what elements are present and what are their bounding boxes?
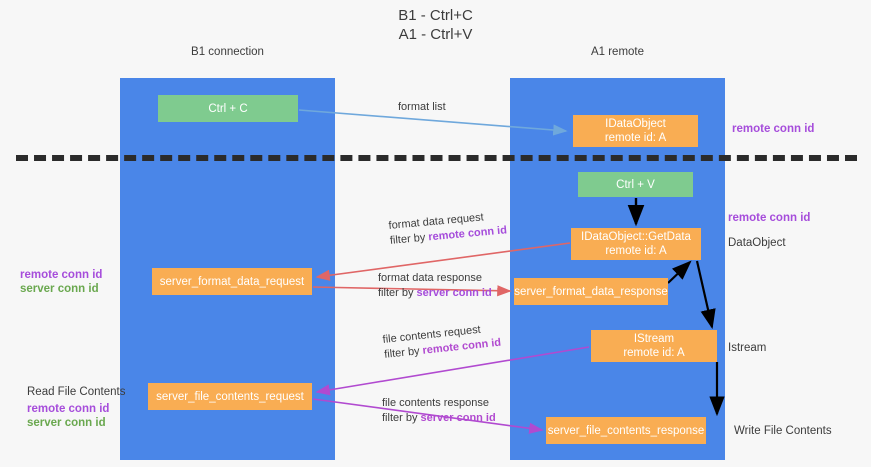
- node-ctrl-v[interactable]: Ctrl + V: [578, 172, 693, 197]
- annotation-remote-conn-id-top: remote conn id: [732, 123, 815, 135]
- lane-header-a1: A1 remote: [590, 46, 645, 58]
- page-title: B1 - Ctrl+C A1 - Ctrl+V: [398, 7, 473, 43]
- node-idataobject[interactable]: IDataObject remote id: A: [573, 115, 698, 147]
- lane-header-b1: B1 connection: [191, 46, 264, 58]
- edge-label-format-data-response: format data response filter by server co…: [378, 271, 492, 301]
- annotation-server-conn-id-left-1: server conn id: [20, 283, 99, 295]
- node-istream-line2: remote id: A: [623, 347, 685, 359]
- annotation-write-file-contents: Write File Contents: [734, 425, 832, 437]
- node-getdata-line2: remote id: A: [605, 245, 667, 257]
- edge-label-file-contents-response: file contents response filter by server …: [382, 396, 496, 426]
- annotation-server-conn-id-left-2: server conn id: [27, 417, 106, 429]
- node-server-file-contents-request[interactable]: server_file_contents_request: [148, 383, 312, 410]
- edge-label-file-contents-request: file contents request filter by remote c…: [382, 321, 502, 363]
- edge-label-file-contents-response-line1: file contents response: [382, 397, 490, 409]
- edge-label-format-data-response-line1: format data response: [378, 272, 482, 284]
- node-getdata-line1: IDataObject::GetData: [581, 231, 691, 243]
- annotation-left-conn-ids-bottom: remote conn id server conn id: [27, 402, 109, 430]
- node-server-format-data-request[interactable]: server_format_data_request: [152, 268, 312, 295]
- node-istream-line1: IStream: [633, 333, 675, 345]
- node-ctrl-c-line1: Ctrl + C: [208, 102, 248, 115]
- filter-by-prefix: filter by: [383, 344, 424, 361]
- node-file-request-label: server_file_contents_request: [156, 390, 304, 403]
- annotation-istream: Istream: [728, 342, 767, 354]
- edge-label-format-data-request: format data request filter by remote con…: [388, 208, 508, 249]
- filter-by-prefix: filter by: [382, 412, 421, 424]
- filter-by-prefix: filter by: [389, 231, 429, 247]
- filter-by-prefix: filter by: [378, 287, 417, 299]
- node-ctrl-c[interactable]: Ctrl + C: [158, 95, 298, 122]
- node-ctrl-v-line1: Ctrl + V: [616, 178, 655, 191]
- edge-label-format-list: format list: [398, 100, 446, 115]
- annotation-remote-conn-id-left-1: remote conn id: [20, 269, 103, 281]
- node-file-response-label: server_file_contents_response: [547, 424, 705, 437]
- annotation-remote-conn-id-left-2: remote conn id: [27, 403, 110, 415]
- edge-label-file-contents-response-line2: filter by server conn id: [382, 411, 496, 426]
- node-idataobject-line1: IDataObject: [605, 118, 666, 130]
- edge-label-format-list-text: format list: [398, 101, 446, 113]
- node-idataobject-line2: remote id: A: [604, 132, 667, 144]
- annotation-remote-conn-id-mid: remote conn id: [728, 212, 811, 224]
- phase-divider: [16, 155, 857, 161]
- node-istream[interactable]: IStream remote id: A: [591, 330, 717, 362]
- node-format-request-label: server_format_data_request: [159, 275, 305, 288]
- key-server-conn-id: server conn id: [420, 412, 496, 424]
- node-server-format-data-response[interactable]: server_format_data_response: [514, 278, 668, 305]
- edge-label-format-data-response-line2: filter by server conn id: [378, 286, 492, 301]
- annotation-read-file-contents: Read File Contents: [27, 386, 126, 398]
- annotation-dataobject: DataObject: [728, 237, 786, 249]
- annotation-left-conn-ids-top: remote conn id server conn id: [20, 268, 102, 296]
- node-idataobject-getdata[interactable]: IDataObject::GetData remote id: A: [571, 228, 701, 260]
- key-server-conn-id: server conn id: [416, 287, 492, 299]
- node-format-response-label: server_format_data_response: [514, 285, 668, 298]
- node-server-file-contents-response[interactable]: server_file_contents_response: [546, 417, 706, 444]
